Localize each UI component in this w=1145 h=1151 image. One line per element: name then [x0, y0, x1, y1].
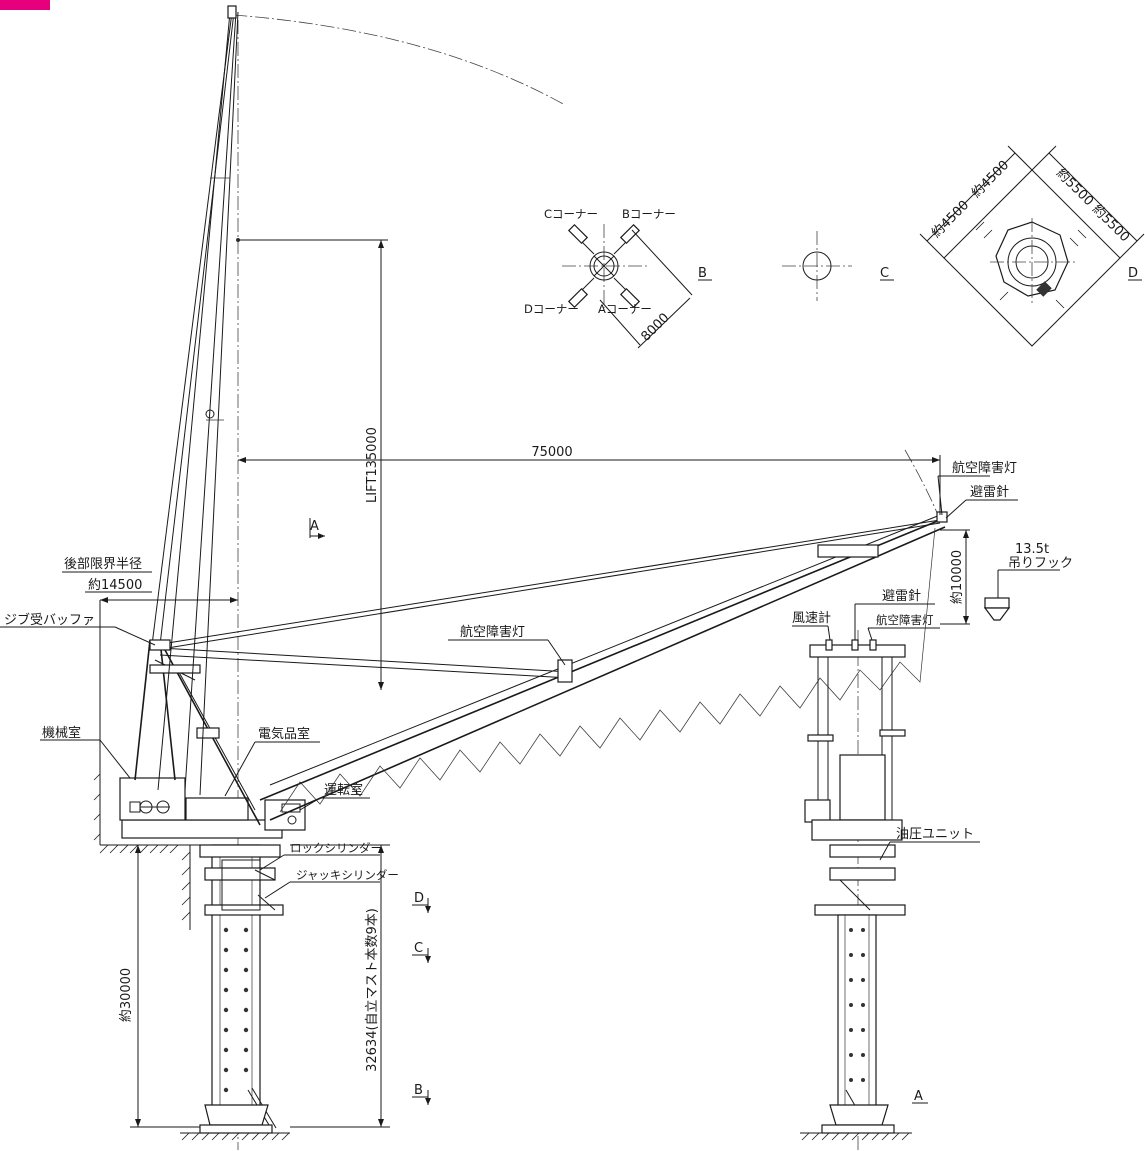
- plan-b-corner-c: Cコーナー: [544, 207, 598, 221]
- section-c-mark: C: [414, 941, 423, 956]
- label-rear-radius-value: 約14500: [88, 578, 142, 593]
- plan-b-corner-d: Dコーナー: [524, 302, 579, 316]
- plan-d-w2: 約4500: [969, 158, 1012, 201]
- plan-b-corner-b: Bコーナー: [622, 207, 676, 221]
- plan-d-h1: 約5500: [1053, 166, 1096, 209]
- side-view: [792, 603, 980, 1150]
- label-aviation-light-jib: 航空障害灯: [460, 624, 525, 640]
- label-hook-name: 吊りフック: [1008, 556, 1073, 571]
- label-machine-room: 機械室: [42, 725, 81, 741]
- dim-mast-height: 32634(自立マスト本数9本): [365, 908, 380, 1072]
- label-lightning-rod-side: 避雷針: [882, 589, 921, 604]
- plan-d: [919, 145, 1145, 347]
- dim-radius: 75000: [531, 445, 572, 460]
- main-elevation: [0, 5, 1018, 1150]
- label-jack-cylinder: ジャッキシリンダー: [296, 868, 399, 882]
- label-aviation-light-side: 航空障害灯: [876, 613, 934, 627]
- plan-d-label: D: [1128, 266, 1138, 281]
- section-d-mark: D: [414, 891, 424, 906]
- plan-d-w1: 約4500: [929, 198, 972, 241]
- dim-lift: LIFT135000: [365, 427, 380, 503]
- label-lock-cylinder: ロックシリンダー: [290, 841, 382, 855]
- label-electrical-room: 電気品室: [258, 726, 310, 742]
- dim-base-height: 約30000: [119, 968, 134, 1022]
- plan-c-label: C: [880, 266, 889, 281]
- label-operator-cab: 運転室: [324, 782, 363, 798]
- plan-b-label: B: [698, 266, 707, 281]
- accent-tag: [0, 0, 50, 10]
- plan-b-corner-a: Aコーナー: [598, 302, 652, 316]
- dim-tip-height: 約10000: [950, 550, 965, 604]
- section-a-top: A: [310, 519, 319, 534]
- plan-d-h2: 約5500: [1089, 202, 1132, 245]
- label-jib-buffer: ジブ受バッファ: [4, 612, 95, 628]
- label-hydraulic-unit: 油圧ユニット: [896, 827, 974, 842]
- label-anemometer: 風速計: [792, 610, 831, 626]
- label-aviation-light-tip: 航空障害灯: [952, 460, 1017, 476]
- label-hook-capacity: 13.5t: [1015, 542, 1049, 557]
- section-a-side: A: [914, 1089, 923, 1104]
- label-rear-limit-radius: 後部限界半径: [64, 557, 142, 572]
- section-b-mark: B: [414, 1083, 423, 1098]
- plan-c: [782, 231, 894, 301]
- hook-icon: [983, 569, 1060, 621]
- plan-b: [562, 223, 712, 349]
- label-lightning-rod-tip: 避雷針: [970, 485, 1009, 500]
